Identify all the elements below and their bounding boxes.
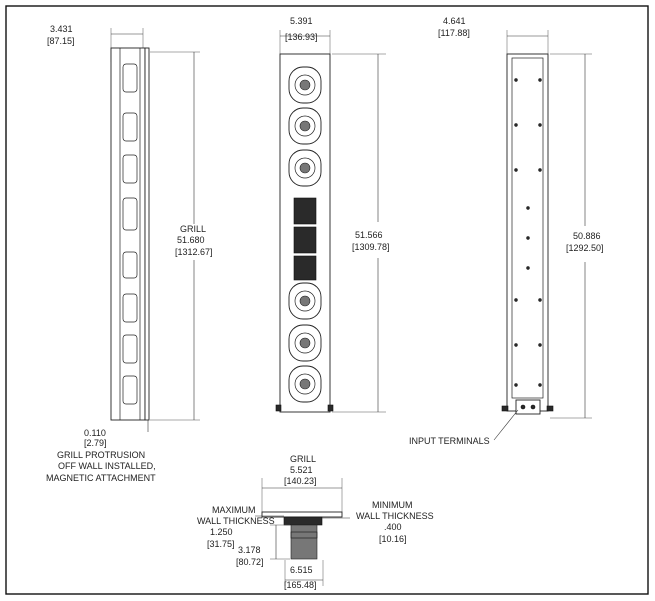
side-protrusion-note-3: MAGNETIC ATTACHMENT [46,473,156,483]
top-cutout-width-in: 6.515 [290,565,313,575]
side-grill-height-in: 51.680 [177,235,205,245]
side-protrusion-note-2: OFF WALL INSTALLED, [58,461,156,471]
front-width-in: 5.391 [290,16,313,26]
front-width-mm: [136.93] [285,32,318,42]
side-depth-mm: [87.15] [47,36,75,46]
side-protrusion-note-1: GRILL PROTRUSION [57,450,145,460]
side-grill [144,47,150,421]
back-view: 4.641 [117.88] 50.886 [1292.50] INPUT TE… [409,16,604,446]
back-terminal-plate [515,399,541,415]
top-min-wall-mm: [10.16] [379,534,407,544]
side-depth-in: 3.431 [50,24,73,34]
front-mount-tab-right [327,404,334,412]
front-tweeters [293,197,317,281]
side-driver-pockets [122,63,138,405]
side-grill-label: GRILL [180,224,206,234]
top-view: GRILL 5.521 [140.23] MAXIMUM WALL THICKN… [197,454,434,590]
top-enclosure-body [290,524,318,560]
back-enclosure [506,53,549,412]
back-screw-holes [514,78,542,387]
side-protrusion-in: 0.110 [84,428,106,438]
top-min-wall-1: MINIMUM [372,500,413,510]
side-enclosure [110,47,146,421]
top-grill-width-mm: [140.23] [284,476,317,486]
front-view: 5.391 [136.93] 51.566 [1309.78] [275,16,390,413]
front-height-in: 51.566 [355,230,383,240]
back-width-in: 4.641 [443,16,466,26]
front-woofers [288,66,322,403]
top-wall-bracket [283,516,323,526]
top-max-wall-mm: [31.75] [207,539,235,549]
top-depth-mm: [80.72] [236,557,264,567]
top-max-wall-2: WALL THICKNESS [197,516,275,526]
back-terminals-label: INPUT TERMINALS [409,436,490,446]
back-width-mm: [117.88] [438,28,470,38]
top-min-wall-in: .400 [384,522,402,532]
front-mount-tab-left [275,404,282,412]
side-grill-height-mm: [1312.67] [175,247,213,257]
top-max-wall-1: MAXIMUM [212,505,256,515]
top-grill-label: GRILL [290,454,316,464]
top-max-wall-in: 1.250 [210,527,233,537]
top-min-wall-2: WALL THICKNESS [356,511,434,521]
top-cutout-width-mm: [165.48] [284,580,317,590]
top-grill-width-in: 5.521 [290,465,313,475]
front-height-mm: [1309.78] [352,242,390,252]
top-depth-in: 3.178 [238,545,261,555]
back-height-in: 50.886 [573,231,601,241]
side-view: 3.431 [87.15] GRILL 51.680 [1312.67] 0.1… [46,24,213,483]
back-height-mm: [1292.50] [566,243,604,253]
side-protrusion-mm: [2.79] [84,438,107,448]
drawing-frame [5,5,649,595]
